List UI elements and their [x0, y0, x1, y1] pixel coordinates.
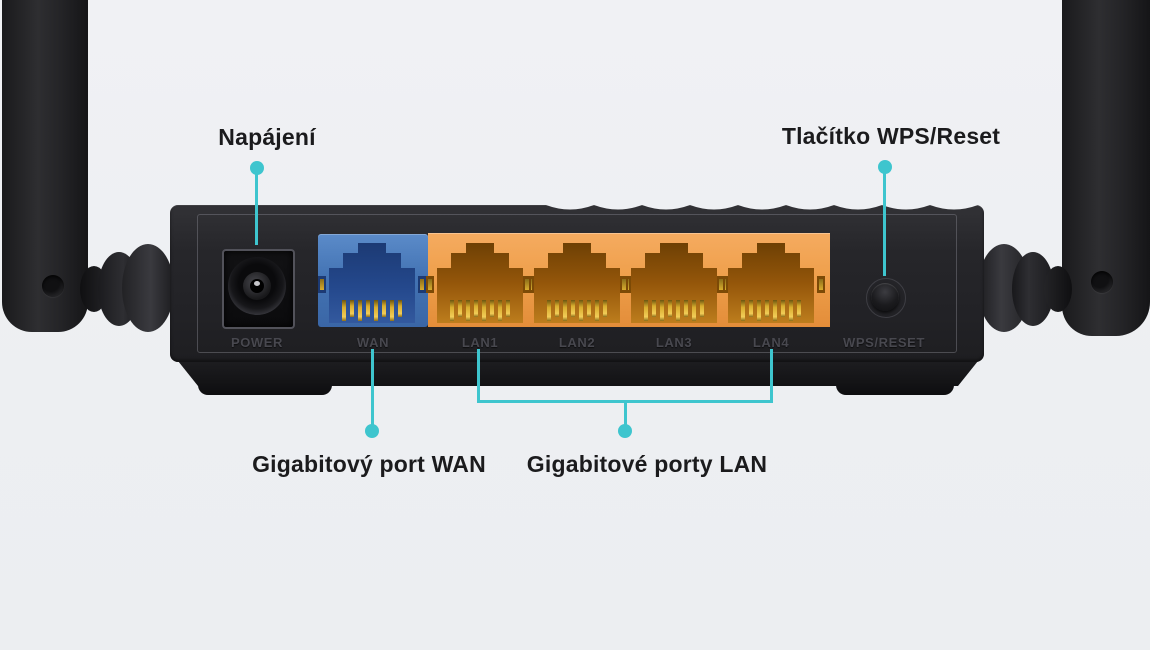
antenna-left-hinge-base: [122, 244, 174, 332]
callout-label-power: Napájení: [218, 124, 316, 150]
lan1-port-label: LAN1: [461, 335, 499, 350]
lan3-port-label: LAN3: [655, 335, 693, 350]
lan-port-3: [620, 243, 728, 325]
lan-ports-block: [426, 233, 830, 327]
wps-reset-button: [871, 283, 899, 311]
callout-dot-wan: [365, 424, 379, 438]
router-bottom-edge: [178, 361, 978, 386]
lan4-port-label: LAN4: [752, 335, 790, 350]
callout-label-wan: Gigabitový port WAN: [252, 451, 486, 477]
callout-dot-wps: [878, 160, 892, 174]
lan-port-4: [717, 243, 825, 325]
power-barrel-pin: [250, 279, 264, 293]
antenna-left-screw: [42, 275, 64, 297]
antenna-right-screw: [1091, 271, 1113, 293]
callout-stem-lan: [624, 403, 627, 426]
callout-label-lan: Gigabitové porty LAN: [526, 451, 768, 477]
callout-line-wps: [883, 172, 886, 276]
callout-bracket-lan-right: [770, 349, 773, 403]
power-barrel-glint: [254, 281, 260, 286]
power-port-label: POWER: [230, 335, 284, 350]
wan-port-label: WAN: [356, 335, 390, 350]
wps-reset-label: WPS/RESET: [843, 335, 925, 350]
callout-label-wps: Tlačítko WPS/Reset: [781, 123, 1001, 149]
callout-bracket-lan-left: [477, 349, 480, 403]
callout-line-wan: [371, 349, 374, 426]
wps-reset-button-ring: [866, 278, 906, 318]
antenna-right-hinge: [1044, 266, 1072, 312]
lan-port-2: [523, 243, 631, 325]
router-panel-outline: [197, 214, 957, 353]
callout-bracket-lan-bottom: [477, 400, 773, 403]
router-top-vent-waves: [546, 197, 978, 210]
callout-dot-power: [250, 161, 264, 175]
lan2-port-label: LAN2: [558, 335, 596, 350]
callout-line-power: [255, 173, 258, 245]
callout-dot-lan: [618, 424, 632, 438]
lan-port-1: [426, 243, 534, 325]
wan-port: [318, 234, 428, 327]
